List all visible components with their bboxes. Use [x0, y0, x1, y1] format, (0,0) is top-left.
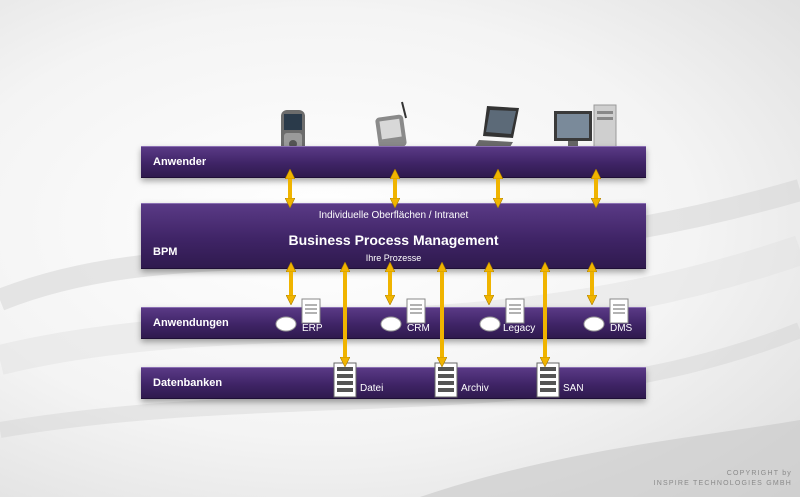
db-label-san: SAN — [563, 383, 584, 394]
anwendungen-layer: Anwendungen — [141, 307, 646, 339]
datenbanken-label: Datenbanken — [153, 377, 223, 389]
db-label-datei: Datei — [360, 383, 384, 394]
app-label-dms: DMS — [610, 323, 633, 334]
bpm-title: Business Process Management — [288, 232, 499, 248]
desktop-computer-icon — [554, 104, 617, 154]
anwendungen-label: Anwendungen — [153, 317, 229, 329]
application-icon — [380, 298, 426, 332]
server-icon — [536, 362, 560, 398]
datenbanken-layer: Datenbanken — [141, 367, 646, 399]
bpm-layer: BPM Individuelle Oberflächen / Intranet … — [141, 203, 646, 269]
bpm-label: BPM — [153, 246, 178, 258]
bpm-subtitle-bottom: Ihre Prozesse — [365, 253, 422, 263]
db-item-datei: Datei — [333, 362, 393, 400]
copyright-line-2: INSPIRE TECHNOLOGIES GMBH — [653, 480, 792, 487]
copyright-line-1: COPYRIGHT by — [726, 470, 792, 477]
application-icon — [275, 298, 321, 332]
app-label-legacy: Legacy — [503, 323, 536, 334]
anwender-label: Anwender — [153, 156, 207, 168]
server-icon — [333, 362, 357, 398]
smartphone-icon — [281, 110, 305, 156]
laptop-icon — [473, 106, 519, 152]
app-item-crm: CRM — [379, 297, 439, 337]
application-icon — [479, 298, 525, 332]
app-item-legacy: Legacy — [478, 297, 548, 337]
bpm-subtitle-top: Individuelle Oberflächen / Intranet — [318, 210, 469, 221]
copyright-notice: COPYRIGHT by INSPIRE TECHNOLOGIES GMBH — [654, 469, 792, 489]
db-label-archiv: Archiv — [461, 383, 489, 394]
app-label-crm: CRM — [407, 323, 430, 334]
application-icon — [583, 298, 629, 332]
app-label-erp: ERP — [302, 323, 323, 334]
pda-icon — [375, 101, 407, 150]
app-item-erp: ERP — [274, 297, 334, 337]
app-item-dms: DMS — [582, 297, 642, 337]
db-item-san: SAN — [536, 362, 596, 400]
